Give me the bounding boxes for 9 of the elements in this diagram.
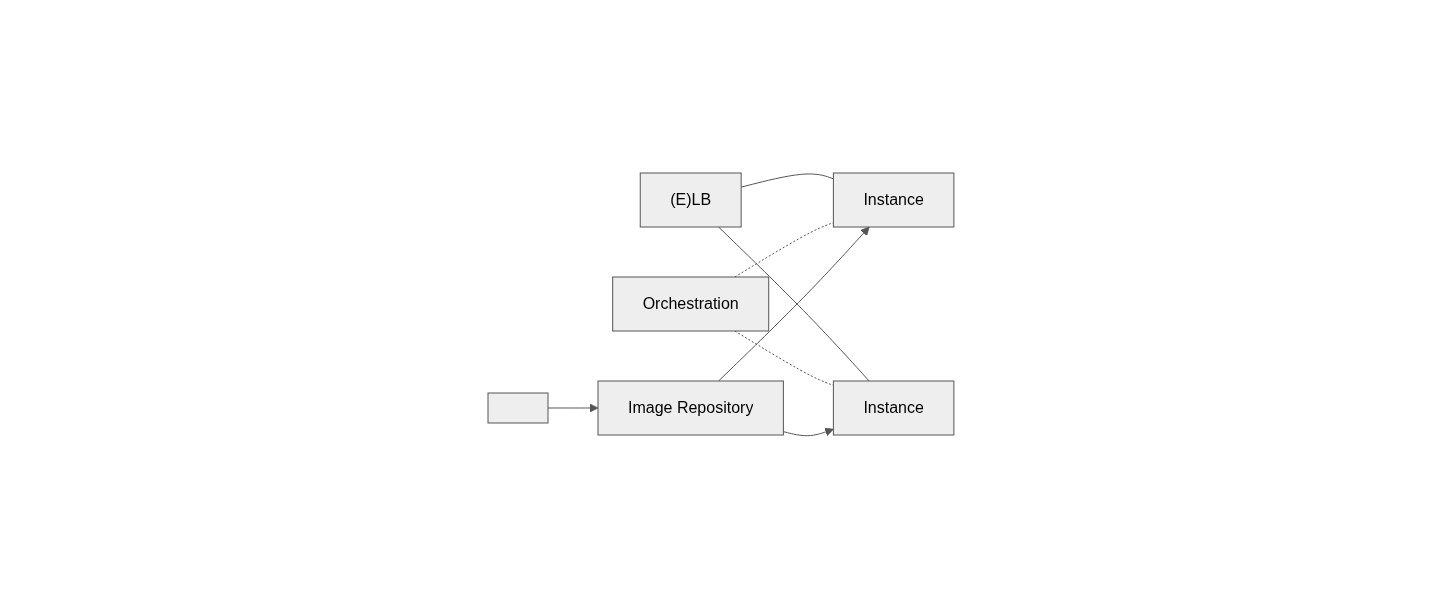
node-box: [487, 392, 549, 424]
node-box: (E)LB: [639, 172, 742, 228]
node-box: Instance: [832, 172, 954, 228]
node-box: Image Repository: [597, 380, 784, 436]
arrow: [547, 403, 598, 413]
node-box: Orchestration: [611, 276, 769, 332]
arrow: [782, 427, 834, 436]
connector: [740, 173, 834, 188]
node-box: Instance: [832, 380, 954, 436]
